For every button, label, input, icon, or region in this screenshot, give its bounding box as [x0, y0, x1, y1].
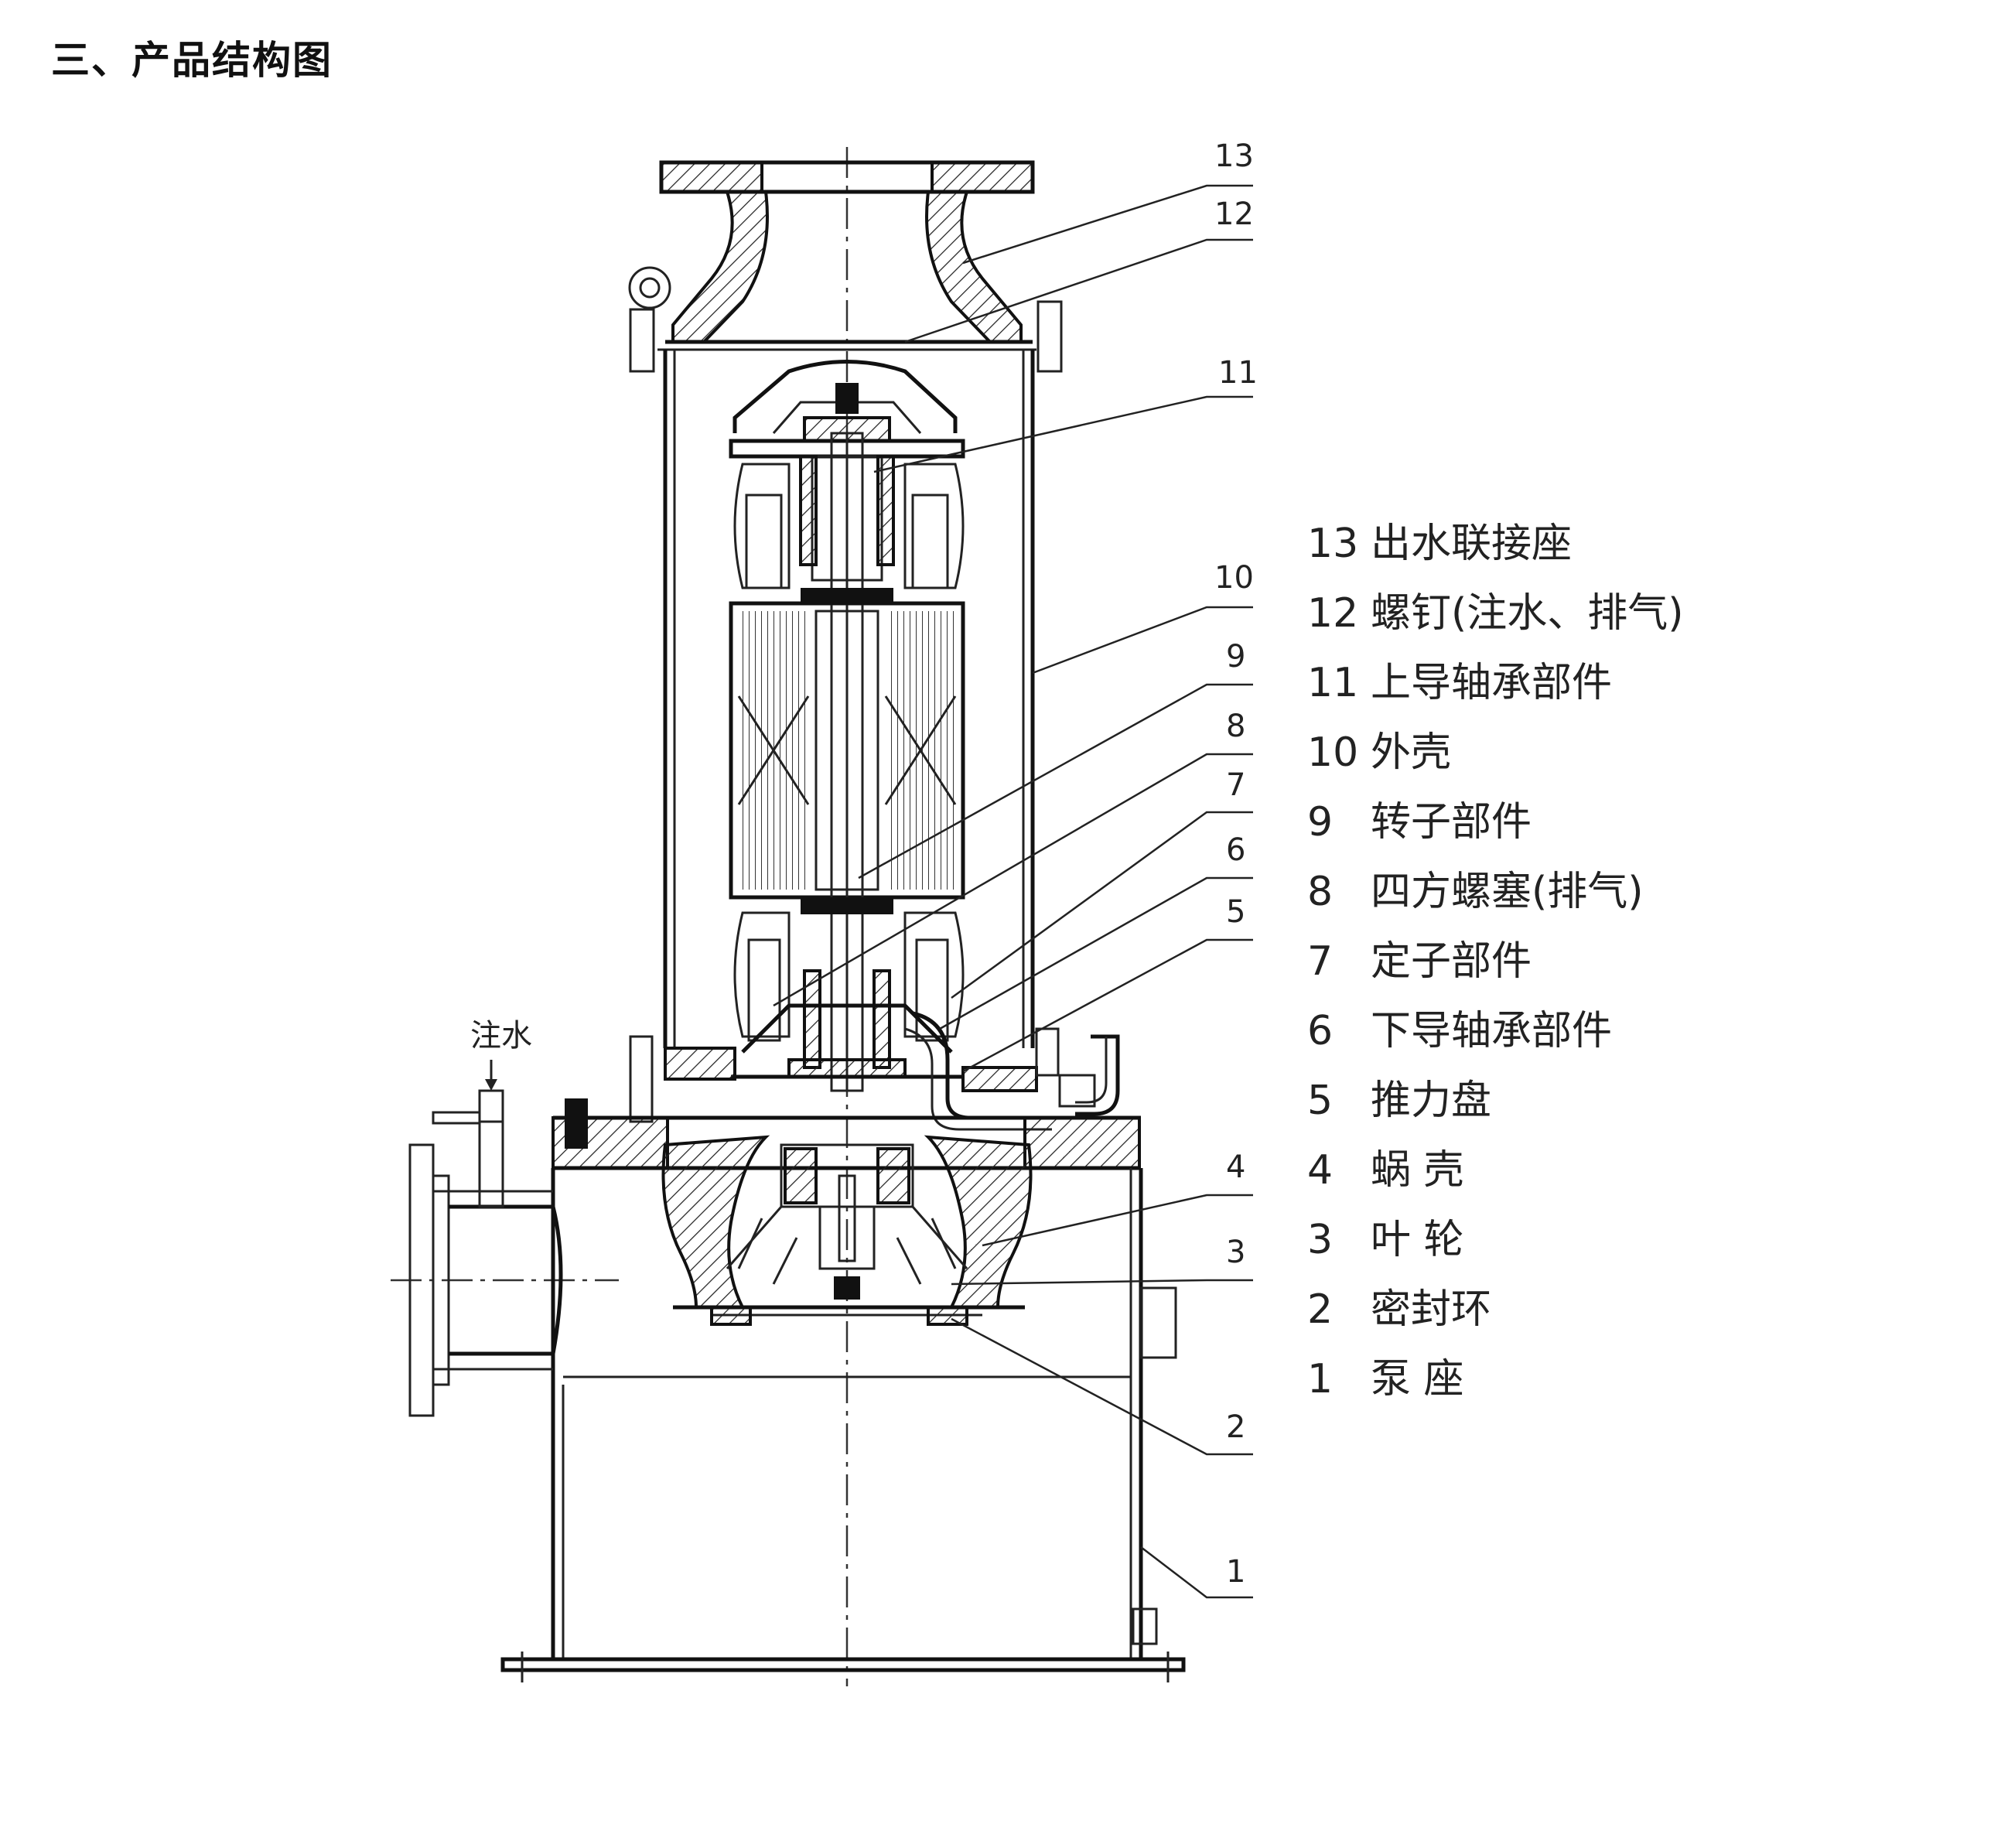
rotor-assembly	[801, 432, 893, 1092]
legend-name: 推力盘	[1371, 1078, 1492, 1124]
legend-item: 1 泵 座	[1307, 1346, 1464, 1404]
callout-6: 6	[1226, 832, 1245, 868]
pump-seat-top	[552, 1098, 1141, 1170]
legend-item: 6 下导轴承部件	[1307, 998, 1612, 1056]
callout-12: 12	[1214, 196, 1254, 232]
legend-name: 泵 座	[1371, 1356, 1464, 1402]
legend-item: 11 上导轴承部件	[1307, 650, 1612, 708]
inlet-label: 注水	[470, 1018, 532, 1054]
legend-item: 13 出水联接座	[1307, 511, 1572, 569]
legend-number: 5	[1307, 1078, 1334, 1124]
legend-item: 5 推力盘	[1307, 1067, 1491, 1126]
legend-name: 密封环	[1371, 1286, 1492, 1333]
outlet-connection-seat	[628, 160, 1063, 373]
legend-number: 9	[1307, 799, 1334, 845]
legend-number: 7	[1307, 938, 1334, 985]
callout-13: 13	[1214, 138, 1254, 174]
legend-item: 7 定子部件	[1307, 928, 1532, 986]
legend-name: 定子部件	[1371, 938, 1532, 985]
legend-number: 8	[1307, 869, 1334, 915]
legend-name: 上导轴承部件	[1371, 660, 1613, 706]
callout-10: 10	[1214, 560, 1254, 596]
thrust-disc	[787, 1058, 907, 1078]
outer-shell	[663, 350, 1035, 1048]
callout-2: 2	[1226, 1409, 1245, 1445]
callout-1: 1	[1226, 1554, 1245, 1590]
legend-number: 1	[1307, 1356, 1334, 1402]
pump-seat	[500, 1168, 1186, 1682]
inlet-pipe	[408, 1060, 563, 1417]
callout-7: 7	[1226, 767, 1245, 803]
legend-number: 4	[1307, 1147, 1334, 1194]
legend-number: 11	[1307, 660, 1359, 706]
callout-4: 4	[1226, 1149, 1245, 1185]
callout-5: 5	[1226, 894, 1245, 930]
page-title: 三、产品结构图	[51, 38, 333, 83]
callout-3: 3	[1226, 1235, 1245, 1270]
leader-lines	[773, 184, 1253, 1599]
legend-number: 6	[1307, 1008, 1334, 1054]
legend-item: 8 四方螺塞(排气)	[1307, 859, 1644, 917]
seal-ring	[710, 1306, 968, 1326]
legend-item: 12 螺钉(注水、排气)	[1307, 580, 1684, 638]
lower-bearing-assembly	[741, 969, 953, 1069]
legend-name: 下导轴承部件	[1371, 1008, 1613, 1054]
callout-8: 8	[1226, 709, 1245, 744]
legend-name: 出水联接座	[1371, 521, 1573, 567]
legend-name: 螺钉(注水、排气)	[1371, 590, 1684, 637]
legend-item: 3 叶 轮	[1307, 1207, 1464, 1265]
legend-item: 2 密封环	[1307, 1276, 1491, 1334]
legend-name: 转子部件	[1371, 799, 1532, 845]
legend-name: 蜗 壳	[1371, 1147, 1464, 1194]
legend-item: 4 蜗 壳	[1307, 1137, 1464, 1195]
legend-number: 2	[1307, 1286, 1334, 1333]
callout-11: 11	[1218, 355, 1258, 391]
legend-name: 四方螺塞(排气)	[1371, 869, 1644, 915]
legend-number: 10	[1307, 729, 1359, 776]
legend-number: 13	[1307, 521, 1359, 567]
legend-item: 10 外壳	[1307, 719, 1451, 777]
legend-name: 外壳	[1371, 729, 1452, 776]
legend-item: 9 转子部件	[1307, 789, 1532, 847]
legend-number: 3	[1307, 1217, 1334, 1263]
impeller	[726, 1143, 968, 1300]
legend-name: 叶 轮	[1371, 1217, 1464, 1263]
callout-numbers: 13 12 11 10 9 8 7 6 5 4 3 2 1	[1214, 138, 1258, 1590]
callout-9: 9	[1226, 639, 1245, 675]
legend-number: 12	[1307, 590, 1359, 637]
